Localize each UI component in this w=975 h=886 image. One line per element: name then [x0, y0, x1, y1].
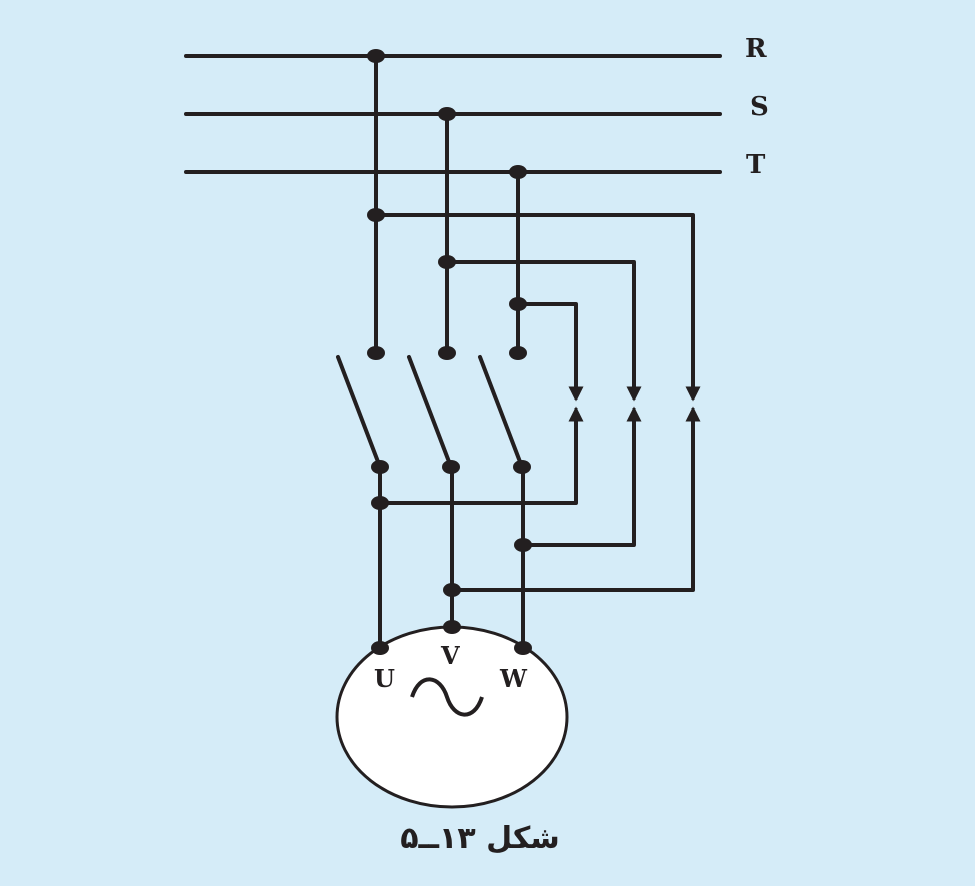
junction-dot	[443, 583, 461, 597]
figure-caption: شکل ۱۳ــ۵	[400, 821, 560, 856]
motor-terminal-dot	[371, 641, 389, 655]
junction-dot	[367, 49, 385, 63]
label-u: U	[374, 664, 395, 693]
bypass-s	[445, 260, 636, 397]
label-s: S	[750, 92, 769, 122]
switch-blade-1	[336, 355, 382, 469]
switch-terminal-dot	[509, 346, 527, 360]
label-r: R	[745, 34, 767, 64]
junction-dot	[438, 255, 456, 269]
switch-terminal-dot	[438, 346, 456, 360]
switch-blade-2	[407, 355, 453, 469]
junction-dot	[371, 496, 389, 510]
bypass-t	[516, 302, 578, 397]
return-r	[450, 410, 695, 592]
label-w: W	[499, 664, 528, 693]
bypass-r	[374, 213, 695, 397]
return-s	[521, 410, 636, 547]
switch-terminal-dot	[513, 460, 531, 474]
label-v: V	[440, 641, 460, 670]
motor-terminal-dot	[514, 641, 532, 655]
ac-sine-icon	[410, 677, 484, 717]
junction-dot	[438, 107, 456, 121]
junction-dot	[509, 297, 527, 311]
junction-dot	[367, 208, 385, 222]
junction-dot	[509, 165, 527, 179]
motor-terminal-dot	[443, 620, 461, 634]
switch-terminal-dot	[367, 346, 385, 360]
return-t	[378, 410, 578, 505]
label-t: T	[746, 150, 766, 180]
switch-terminal-dot	[442, 460, 460, 474]
switch-blade-3	[478, 355, 524, 469]
junction-dot	[514, 538, 532, 552]
switch-terminal-dot	[371, 460, 389, 474]
